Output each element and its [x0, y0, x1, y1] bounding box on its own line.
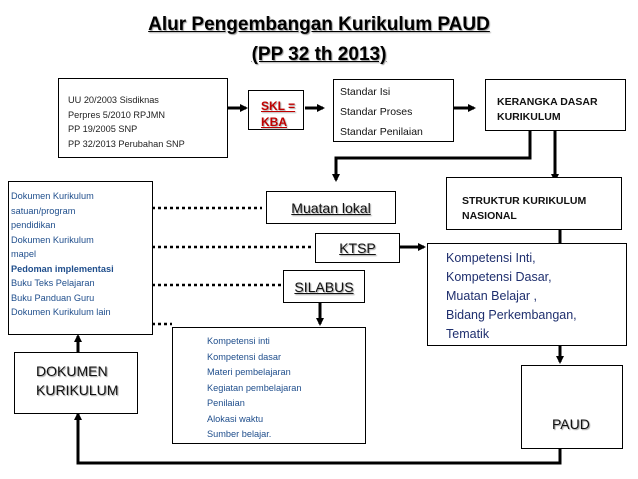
dokumen-list-item: Dokumen Kurikulum [11, 234, 94, 245]
silabus-content-item: Kompetensi inti [207, 336, 270, 346]
regulation-item: Perpres 5/2010 RPJMN [68, 109, 166, 120]
kompetensi-item: Muatan Belajar , [446, 289, 538, 303]
kerangka-dasar-box: KERANGKA DASAR KURIKULUM [485, 79, 626, 131]
muatan-lokal-label: Muatan lokal [291, 200, 371, 216]
silabus-content-item: Materi pembelajaran [207, 367, 291, 377]
dokumen-list-item: pendidikan [11, 220, 56, 230]
kompetensi-item: Kompetensi Inti, [446, 251, 536, 265]
regulation-item: PP 32/2013 Perubahan SNP [68, 138, 185, 149]
dokumen-list-item: Pedoman implementasi [11, 263, 114, 274]
dokumen-list-item: Buku Teks Pelajaran [11, 278, 95, 288]
standar-item: Standar Penilaian [340, 126, 423, 138]
arrow-kerangka-to-muatan [332, 131, 532, 182]
kerangka-line2: KURIKULUM [497, 111, 561, 123]
silabus-content-item: Penilaian [207, 398, 245, 408]
silabus-box: SILABUS [283, 270, 365, 303]
silabus-content-item: Kompetensi dasar [207, 351, 282, 362]
skl-label: SKL = [261, 99, 296, 113]
standar-item: Standar Isi [340, 86, 391, 98]
kompetensi-item: Tematik [446, 327, 490, 341]
dokumen-list-item: mapel [11, 249, 37, 259]
page-title: Alur Pengembangan Kurikulum PAUD [148, 14, 490, 35]
dokumen-list-item: Buku Panduan Guru [11, 292, 95, 303]
arrow-paud-to-dokumen [74, 412, 562, 465]
silabus-content-item: Sumber belajar. [207, 429, 272, 439]
standar-item: Standar Proses [340, 106, 413, 118]
struktur-line2: NASIONAL [462, 210, 517, 222]
skl-kba-box: SKL = KBA [248, 90, 304, 130]
kompetensi-item: Kompetensi Dasar, [446, 270, 552, 284]
regulation-item: UU 20/2003 Sisdiknas [68, 95, 159, 105]
ktsp-label: KTSP [339, 240, 376, 256]
kompetensi-item: Bidang Perkembangan, [446, 308, 577, 322]
kompetensi-box: Kompetensi Inti, Kompetensi Dasar, Muatan … [427, 243, 627, 346]
dokumen-list-box: Dokumen Kurikulum satuan/program pendidika… [8, 181, 153, 335]
silabus-content-item: Kegiatan pembelajaran [207, 382, 302, 393]
silabus-content-item: Alokasi waktu [207, 413, 264, 424]
dokumen-line1: DOKUMEN [36, 363, 108, 379]
kerangka-line1: KERANGKA DASAR [497, 96, 598, 108]
dokumen-kurikulum-box: DOKUMEN KURIKULUM [14, 352, 138, 414]
paud-label: PAUD [552, 416, 590, 432]
dokumen-list-item: satuan/program [11, 205, 76, 216]
kba-label: KBA [261, 115, 287, 129]
dokumen-list: Dokumen Kurikulum satuan/program pendidika… [11, 189, 152, 320]
paud-box: PAUD [521, 365, 623, 449]
struktur-line1: STRUKTUR KURIKULUM [462, 195, 587, 207]
muatan-lokal-box: Muatan lokal [266, 191, 396, 224]
page-subtitle: (PP 32 th 2013) [251, 44, 387, 65]
regulation-item: PP 19/2005 SNP [68, 124, 138, 134]
dokumen-list-item: Dokumen Kurikulum lain [11, 307, 111, 317]
dokumen-list-item: Dokumen Kurikulum [11, 191, 94, 201]
kompetensi-list: Kompetensi Inti, Kompetensi Dasar, Muatan … [446, 249, 626, 344]
silabus-label: SILABUS [294, 279, 354, 295]
ktsp-box: KTSP [315, 233, 400, 263]
struktur-kurikulum-box: STRUKTUR KURIKULUM NASIONAL [446, 177, 622, 230]
dokumen-line2: KURIKULUM [36, 382, 119, 398]
